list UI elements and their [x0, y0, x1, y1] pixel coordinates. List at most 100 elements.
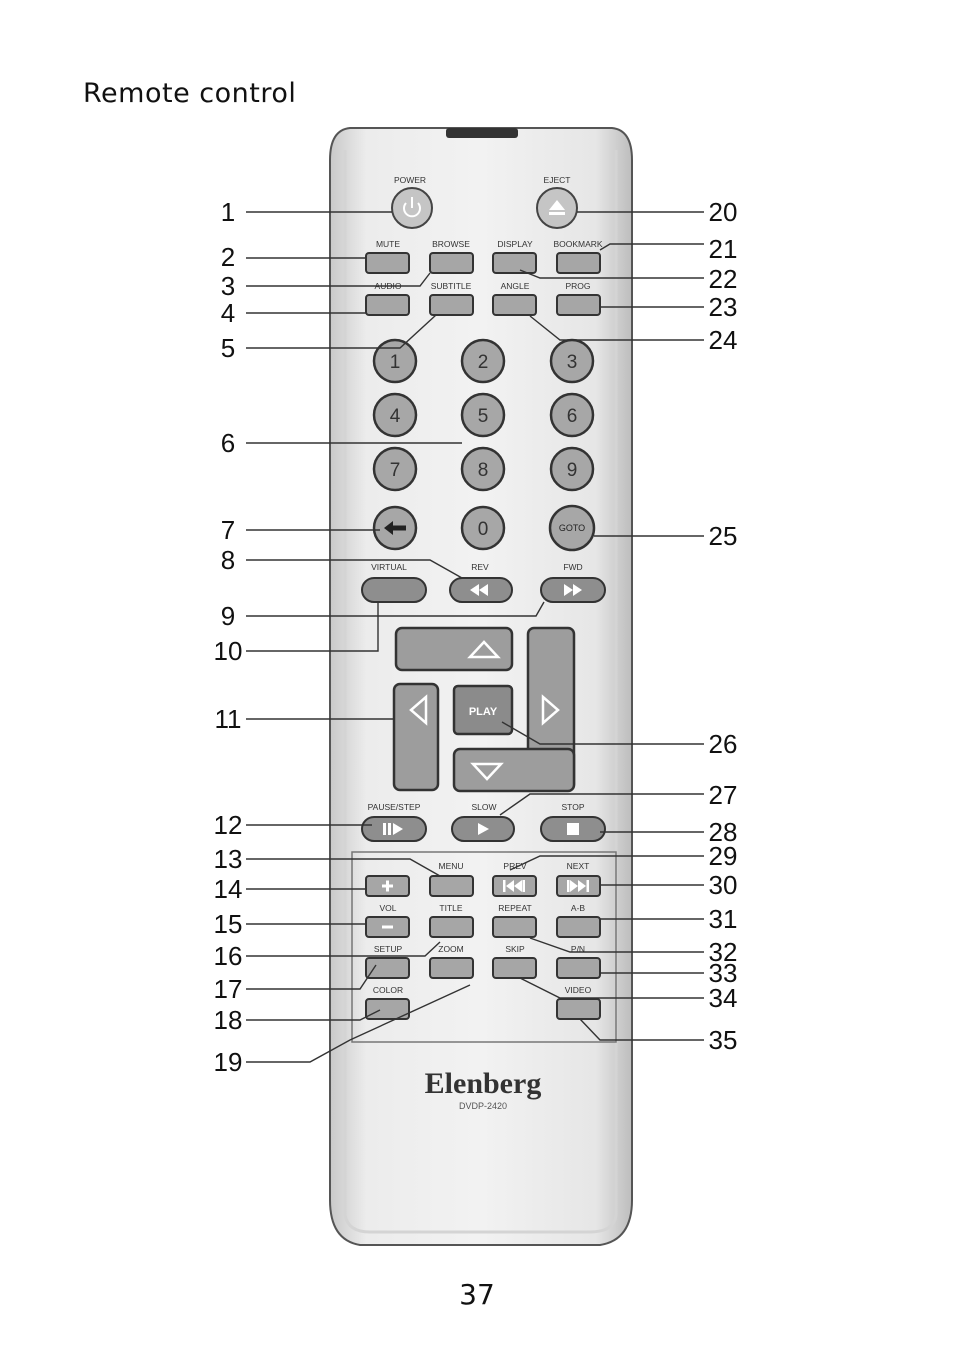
repeat-button[interactable] [492, 916, 537, 938]
goto-label: GOTO [559, 523, 585, 533]
rev-label: REV [471, 562, 489, 572]
slow-play-icon [478, 823, 489, 835]
digit-3-label: 3 [567, 352, 578, 373]
zoom-button[interactable] [429, 957, 474, 979]
callout-24: 24 [709, 325, 738, 355]
title-button[interactable] [429, 916, 474, 938]
next-label: NEXT [567, 861, 590, 871]
page-number: 37 [459, 1278, 495, 1311]
skip-label: SKIP [505, 944, 525, 954]
display-button[interactable] [492, 252, 537, 274]
callout-10: 10 [214, 636, 243, 666]
digit-2-label: 2 [478, 352, 489, 373]
previous-track-icon [503, 880, 525, 892]
model-label: DVDP-2420 [459, 1101, 507, 1111]
stop-icon [567, 823, 579, 835]
virtual-button[interactable] [361, 577, 427, 603]
angle-button[interactable] [492, 294, 537, 316]
nav-up-button[interactable] [394, 626, 514, 672]
callout-18: 18 [214, 1005, 243, 1035]
bookmark-label: BOOKMARK [553, 239, 602, 249]
nav-down-button[interactable] [452, 747, 576, 793]
callout-14: 14 [214, 874, 243, 904]
digit-8-label: 8 [478, 460, 489, 481]
subtitle-label: SUBTITLE [431, 281, 472, 291]
setup-label: SETUP [374, 944, 403, 954]
callout-19: 19 [214, 1047, 243, 1077]
title-label: TITLE [439, 903, 462, 913]
display-label: DISPLAY [497, 239, 533, 249]
brand-logo: Elenberg [425, 1067, 542, 1100]
callout-20: 20 [709, 197, 738, 227]
prev-label: PREV [503, 861, 526, 871]
digit-5-button[interactable] [460, 392, 506, 438]
audio-button[interactable] [365, 294, 410, 316]
power-label: POWER [394, 175, 426, 185]
callout-7: 7 [221, 515, 235, 545]
video-button[interactable] [556, 998, 601, 1020]
callout-numbers: 1 2 3 4 5 6 7 8 9 10 11 12 13 14 15 16 1… [214, 197, 738, 1077]
digit-6-button[interactable] [549, 392, 595, 438]
browse-button[interactable] [429, 252, 474, 274]
callout-32: 32 [709, 937, 738, 967]
callout-33: 33 [709, 958, 738, 988]
digit-1-button[interactable] [372, 338, 418, 384]
menu-button[interactable] [429, 875, 474, 897]
video-label: VIDEO [565, 985, 592, 995]
browse-label: BROWSE [432, 239, 470, 249]
setup-button[interactable] [365, 957, 410, 979]
digit-7-button[interactable] [372, 446, 418, 492]
digit-9-button[interactable] [549, 446, 595, 492]
power-icon [403, 197, 421, 218]
nav-left-button[interactable] [392, 682, 440, 792]
play-label: PLAY [469, 706, 498, 718]
digit-2-button[interactable] [460, 338, 506, 384]
color-button[interactable] [365, 998, 410, 1020]
digit-5-label: 5 [478, 406, 489, 427]
callout-17: 17 [214, 974, 243, 1004]
ab-label: A-B [571, 903, 586, 913]
zoom-label: ZOOM [438, 944, 464, 954]
callout-31: 31 [709, 904, 738, 934]
skip-button[interactable] [492, 957, 537, 979]
callout-21: 21 [709, 234, 738, 264]
bookmark-button[interactable] [556, 252, 601, 274]
mute-button[interactable] [365, 252, 410, 274]
ir-window [446, 128, 518, 138]
callout-26: 26 [709, 729, 738, 759]
virtual-label: VIRTUAL [371, 562, 407, 572]
callout-1: 1 [221, 197, 235, 227]
down-arrow-icon [470, 762, 504, 781]
prog-button[interactable] [556, 294, 601, 316]
repeat-label: REPEAT [498, 903, 531, 913]
callout-2: 2 [221, 242, 235, 272]
callout-28: 28 [709, 817, 738, 847]
page-title: Remote control [83, 78, 297, 109]
callout-22: 22 [709, 264, 738, 294]
callout-9: 9 [221, 601, 235, 631]
next-track-icon [567, 880, 589, 892]
pause-step-label: PAUSE/STEP [368, 802, 421, 812]
callout-12: 12 [214, 810, 243, 840]
callout-8: 8 [221, 545, 235, 575]
subtitle-button[interactable] [429, 294, 474, 316]
fast-forward-icon [564, 584, 582, 596]
navigation-cluster: PLAY [392, 626, 576, 793]
digit-0-button[interactable] [460, 505, 506, 551]
play-button[interactable] [452, 684, 514, 736]
callout-30: 30 [709, 870, 738, 900]
callout-23: 23 [709, 292, 738, 322]
goto-button[interactable] [548, 504, 596, 552]
callout-4: 4 [221, 298, 235, 328]
digit-4-button[interactable] [372, 392, 418, 438]
callout-3: 3 [221, 271, 235, 301]
ab-button[interactable] [556, 916, 601, 938]
pn-button[interactable] [556, 957, 601, 979]
callout-34: 34 [709, 983, 738, 1013]
digit-8-button[interactable] [460, 446, 506, 492]
angle-label: ANGLE [501, 281, 530, 291]
digit-7-label: 7 [390, 460, 401, 481]
eject-label: EJECT [544, 175, 571, 185]
slow-label: SLOW [471, 802, 496, 812]
